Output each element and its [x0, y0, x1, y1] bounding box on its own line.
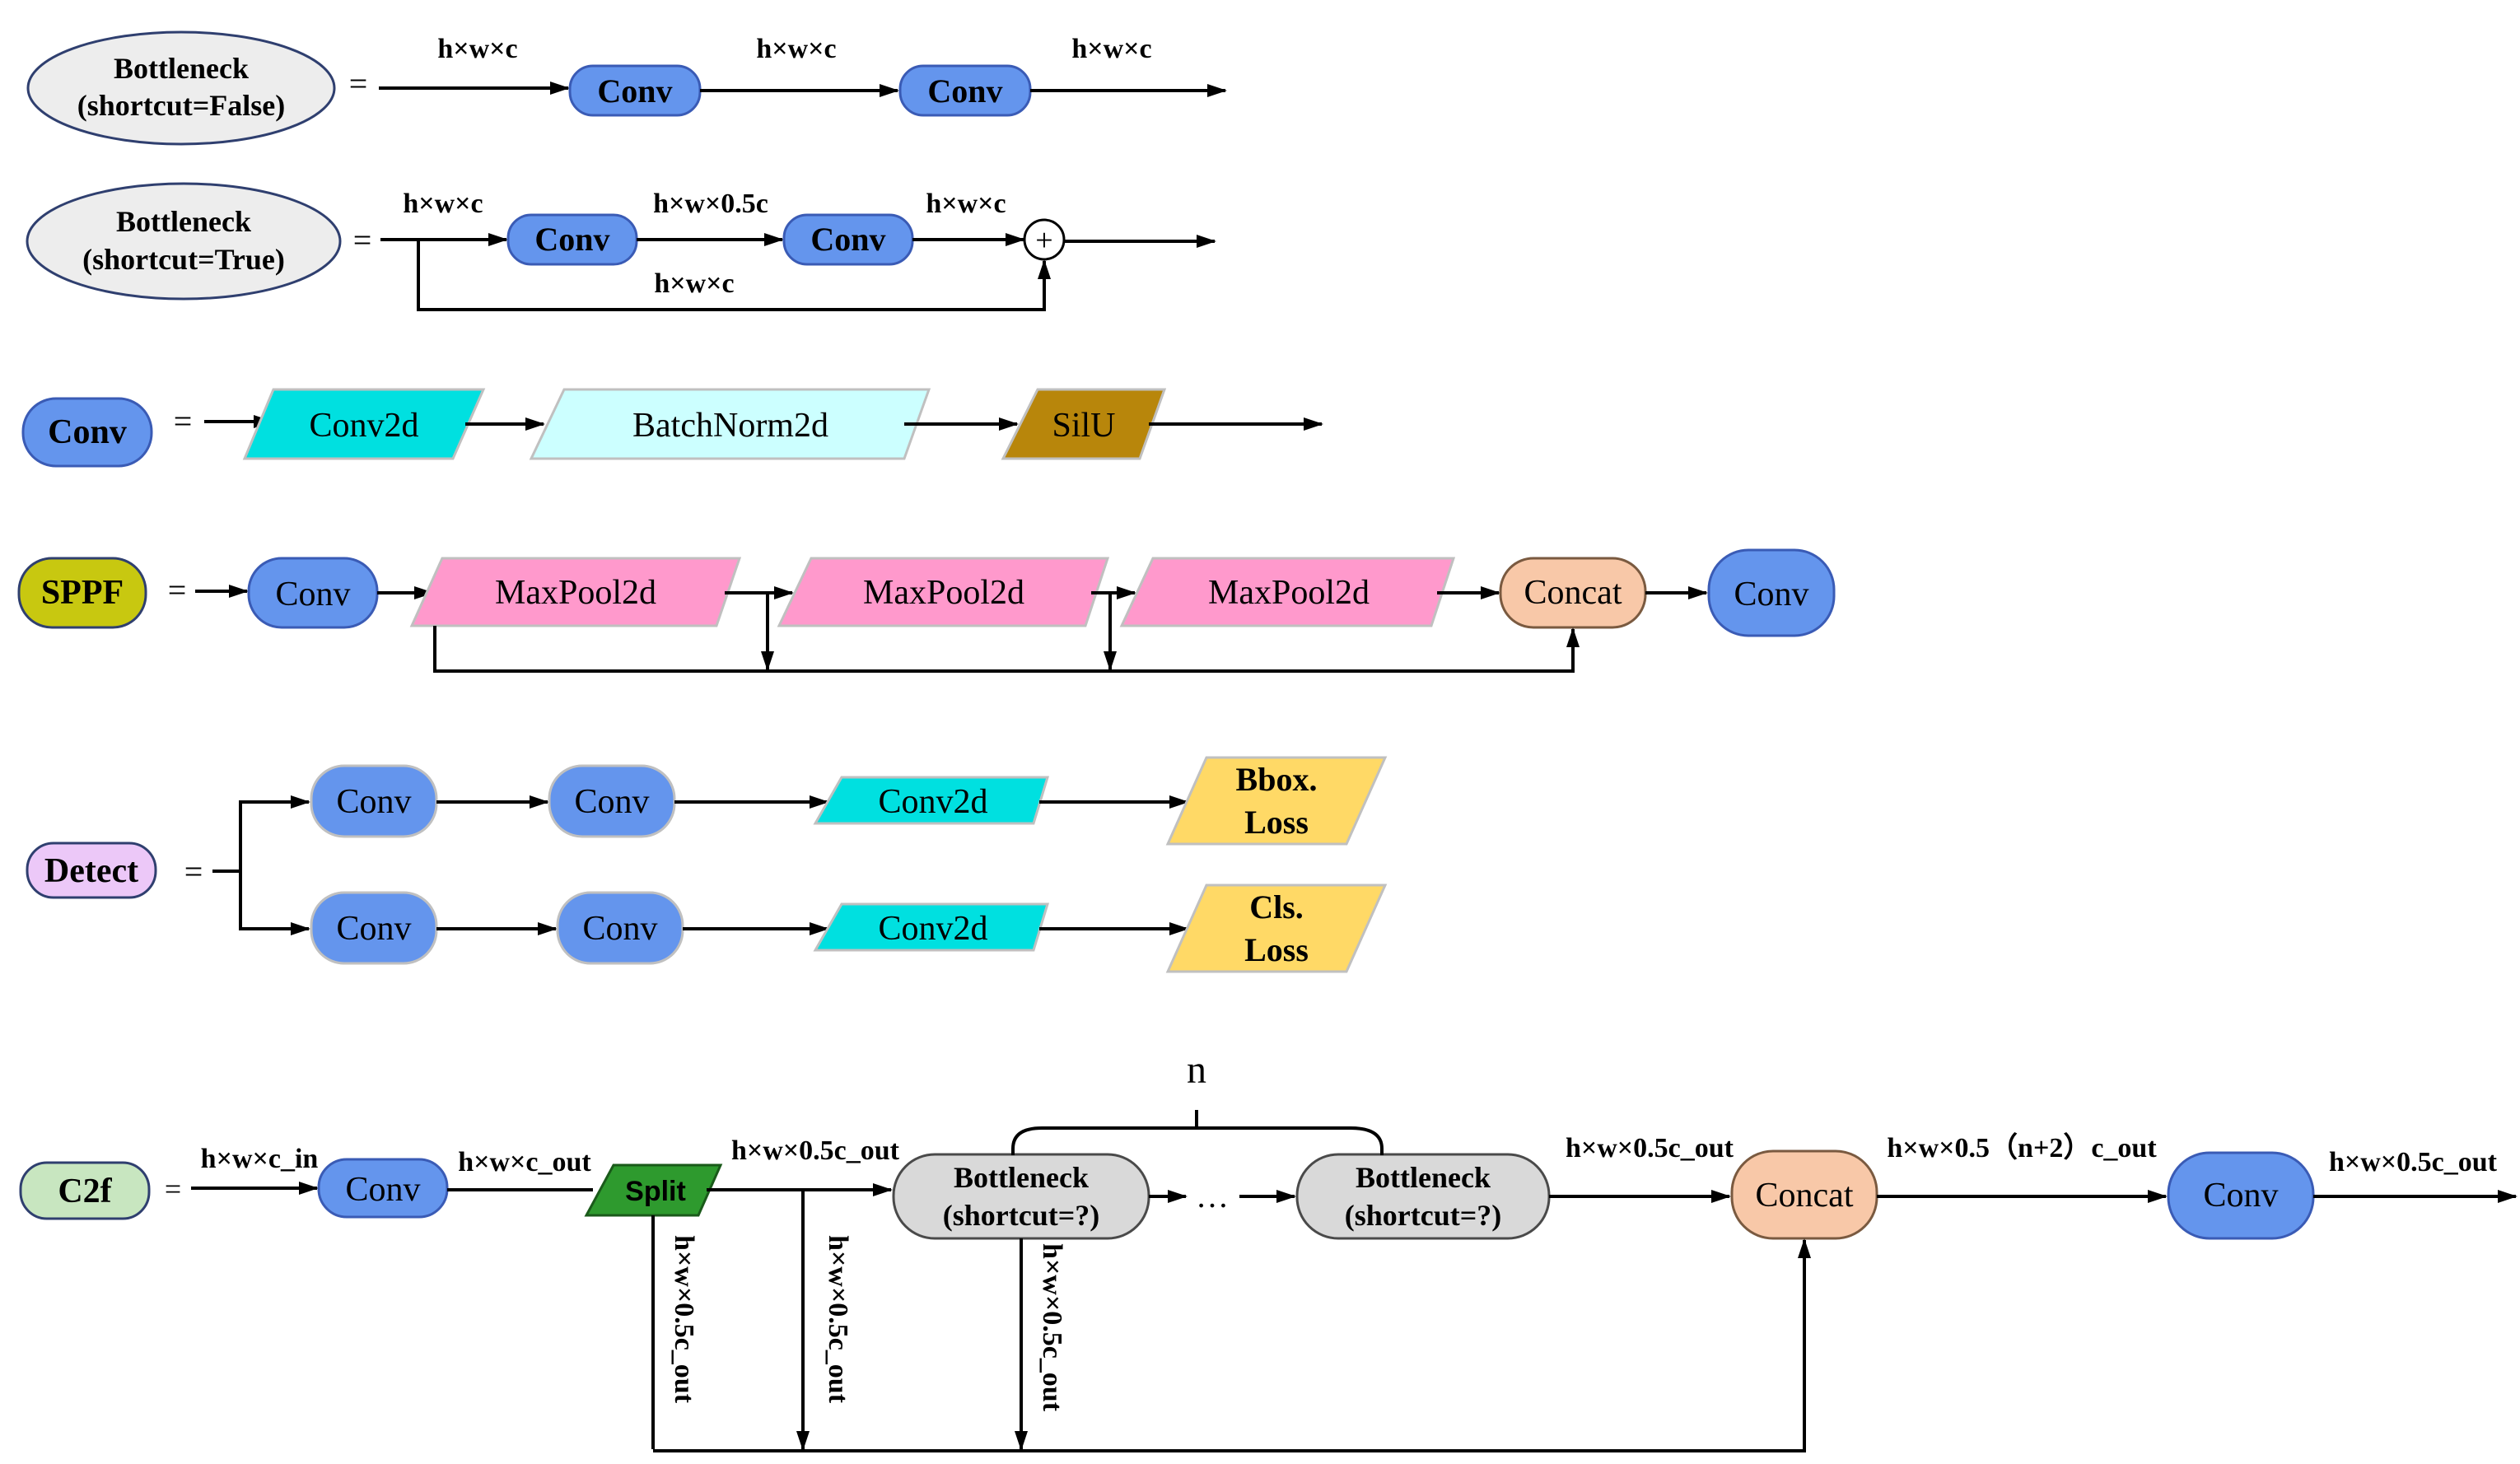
conv-node-label: Conv — [574, 783, 649, 821]
conv-node-label: Conv — [810, 221, 885, 258]
bbox-loss-label-line2: Loss — [1244, 804, 1309, 841]
dim-label: h×w×0.5c_out — [731, 1135, 900, 1166]
equals-sign: = — [184, 853, 203, 890]
dim-label: h×w×0.5（n+2）c_out — [1887, 1131, 2157, 1163]
detect-label-box — [26, 842, 157, 899]
c2f-label-box — [19, 1161, 151, 1220]
equals-sign: = — [168, 571, 187, 608]
bbox-loss-label-line1: Bbox. — [1236, 761, 1318, 798]
skip-edge — [433, 626, 1580, 673]
conv-node-label: Conv — [582, 910, 657, 948]
maxpool-node-label: MaxPool2d — [1208, 574, 1370, 612]
cls-loss-node — [1165, 884, 1388, 973]
bottleneck-false-label-box — [26, 30, 336, 146]
dim-label: h×w×c_out — [458, 1147, 591, 1177]
repeat-bracket — [1011, 1126, 1384, 1155]
conv2d-node-label: Conv2d — [878, 910, 987, 948]
add-symbol: + — [1035, 223, 1052, 258]
vertical-dim-label: h×w×0.5c_out — [669, 1235, 699, 1404]
branch-edge — [239, 871, 310, 935]
batchnorm-node — [529, 388, 931, 460]
dim-label: h×w×c_in — [201, 1144, 319, 1174]
dim-label: h×w×c — [1071, 34, 1151, 64]
bottleneck-true-row: Bottleneck (shortcut=True) = Conv Conv +… — [26, 182, 1216, 311]
bottleneck-false-label-line2: (shortcut=False) — [77, 89, 285, 122]
dim-label: h×w×0.5c — [653, 189, 768, 219]
bottleneck-true-label-box — [26, 182, 342, 301]
batchnorm-node-label: BatchNorm2d — [632, 407, 828, 445]
dim-label: h×w×0.5c_out — [2329, 1147, 2498, 1177]
conv2d-node — [242, 388, 486, 460]
conv-label-box — [21, 397, 153, 468]
conv-row: Conv = Conv2d BatchNorm2d SilU — [21, 388, 1323, 468]
dim-label: h×w×c — [654, 268, 734, 299]
maxpool-node — [409, 557, 742, 627]
sppf-label-box — [17, 557, 147, 629]
bottleneck-false-row: Bottleneck (shortcut=False) = Conv Conv … — [26, 30, 1227, 146]
maxpool-node-label: MaxPool2d — [495, 574, 656, 612]
conv-node-label: Conv — [275, 576, 350, 613]
dim-label: h×w×c — [926, 189, 1006, 219]
silu-node — [1001, 388, 1167, 460]
detect-row: Detect = Conv Conv Conv2d Bbox. Loss Con… — [26, 756, 1388, 973]
cls-loss-label-line2: Loss — [1244, 931, 1309, 968]
maxpool-node-label: MaxPool2d — [863, 574, 1024, 612]
split-node-label: Split — [625, 1176, 686, 1207]
dim-label: h×w×0.5c_out — [1566, 1133, 1734, 1163]
dim-label: h×w×c — [756, 34, 836, 64]
detect-label: Detect — [44, 852, 138, 890]
bottleneck-true-label-line2: (shortcut=True) — [82, 243, 285, 276]
dim-label: h×w×c — [437, 34, 517, 64]
cls-loss-label-line1: Cls. — [1249, 888, 1304, 925]
vertical-dim-label: h×w×0.5c_out — [823, 1235, 853, 1404]
conv-node-label: Conv — [597, 72, 672, 110]
concat-node-label: Concat — [1524, 574, 1622, 612]
c2f-row: C2f = Conv Split Bottleneck (shortcut=?)… — [19, 1048, 2518, 1452]
maxpool-node — [777, 557, 1110, 627]
conv-node — [1707, 548, 1836, 637]
shortcut-edge — [417, 240, 1051, 311]
sppf-label: SPPF — [41, 574, 124, 612]
conv2d-node-label: Conv2d — [878, 783, 987, 821]
bottleneck-true-label-line1: Bottleneck — [116, 205, 251, 238]
maxpool-node — [1119, 557, 1456, 627]
conv-node-label: Conv — [534, 221, 609, 258]
concat-node-label: Concat — [1756, 1177, 1854, 1215]
feed-edge — [653, 1238, 1811, 1452]
split-node — [584, 1163, 723, 1217]
conv2d-node — [813, 776, 1050, 825]
conv-node-label: Conv — [345, 1171, 420, 1209]
dim-label: h×w×c — [403, 189, 483, 219]
bottleneck-node-label-line2: (shortcut=?) — [1345, 1199, 1501, 1232]
conv-node-label: Conv — [1734, 576, 1808, 613]
conv-node-label: Conv — [927, 72, 1002, 110]
conv-node-label: Conv — [336, 783, 411, 821]
equals-sign: = — [165, 1173, 181, 1205]
conv-node-label: Conv — [2203, 1177, 2278, 1215]
conv-label: Conv — [48, 413, 127, 451]
equals-sign: = — [349, 65, 368, 102]
bbox-loss-node — [1165, 756, 1388, 846]
conv-node-label: Conv — [336, 910, 411, 948]
equals-sign: = — [353, 221, 372, 259]
bottleneck-node-label-line1: Bottleneck — [1356, 1161, 1491, 1194]
sppf-row: SPPF = Conv MaxPool2d MaxPool2d MaxPool2… — [17, 548, 1836, 673]
bottleneck-node-label-line2: (shortcut=?) — [943, 1199, 1099, 1232]
c2f-label: C2f — [58, 1173, 112, 1210]
conv2d-node — [813, 902, 1050, 952]
bottleneck-node-label-line1: Bottleneck — [954, 1161, 1089, 1194]
conv2d-node-label: Conv2d — [309, 407, 418, 445]
silu-node-label: SilU — [1052, 407, 1115, 445]
branch-edge — [212, 795, 310, 873]
vertical-dim-label: h×w×0.5c_out — [1037, 1243, 1067, 1412]
bottleneck-false-label-line1: Bottleneck — [114, 52, 249, 85]
equals-sign: = — [174, 403, 193, 440]
ellipsis: … — [1196, 1177, 1229, 1215]
repeat-label: n — [1187, 1048, 1206, 1092]
